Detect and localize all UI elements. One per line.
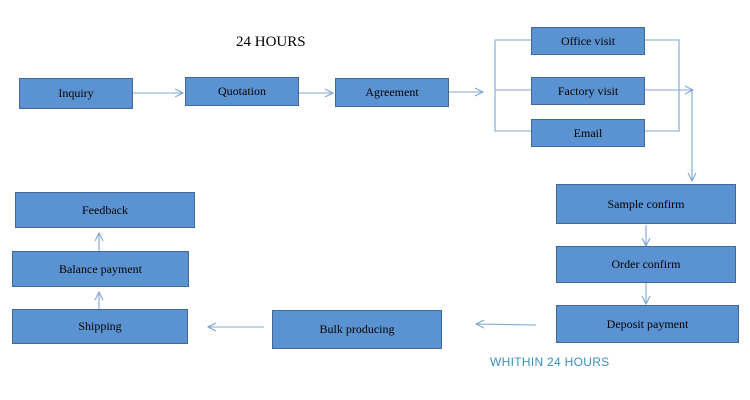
diagram-heading: 24 HOURS [236, 34, 306, 50]
step-inquiry: Inquiry [19, 78, 133, 109]
step-order-confirm: Order confirm [556, 246, 736, 283]
arrow-deposit-to-bulk [476, 324, 537, 325]
step-balance-payment: Balance payment [12, 251, 189, 287]
step-bulk-producing: Bulk producing [272, 310, 442, 349]
step-email: Email [531, 119, 645, 147]
step-quotation: Quotation [185, 77, 299, 106]
branch-bracket-left [494, 39, 531, 132]
step-feedback: Feedback [15, 192, 195, 228]
branch-bracket-right [645, 39, 680, 132]
step-factory-visit: Factory visit [531, 77, 645, 105]
timing-note: WHITHIN 24 HOURS [490, 355, 610, 369]
step-shipping: Shipping [12, 309, 188, 344]
step-agreement: Agreement [335, 78, 449, 107]
step-deposit-payment: Deposit payment [556, 305, 739, 343]
step-office-visit: Office visit [531, 27, 645, 55]
step-sample-confirm: Sample confirm [556, 184, 736, 224]
